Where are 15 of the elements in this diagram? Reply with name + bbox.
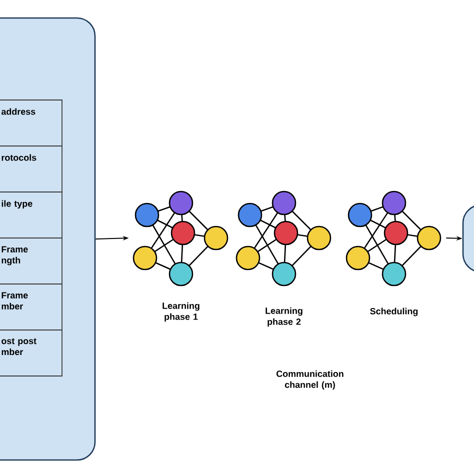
- table-cell: ost post mber: [0, 330, 62, 376]
- table-cell: Frame mber: [0, 284, 62, 330]
- neural-network-drawing: [132, 190, 228, 286]
- node-label: Scheduling: [370, 308, 418, 316]
- channel-label: Communication channel (m): [276, 370, 344, 390]
- neural-network-drawing: [236, 190, 332, 286]
- table-cell: address: [0, 100, 62, 146]
- neural-network-drawing: [346, 190, 442, 286]
- node-label: Learning phase 2: [266, 307, 302, 327]
- rounded-box: [462, 204, 474, 273]
- node-label: Learning phase 1: [162, 302, 200, 322]
- table-cell: ile type: [0, 192, 62, 238]
- rounded-box: [0, 17, 96, 461]
- table-cell: Frame ngth: [0, 238, 62, 284]
- table-cell: rotocols: [0, 146, 62, 192]
